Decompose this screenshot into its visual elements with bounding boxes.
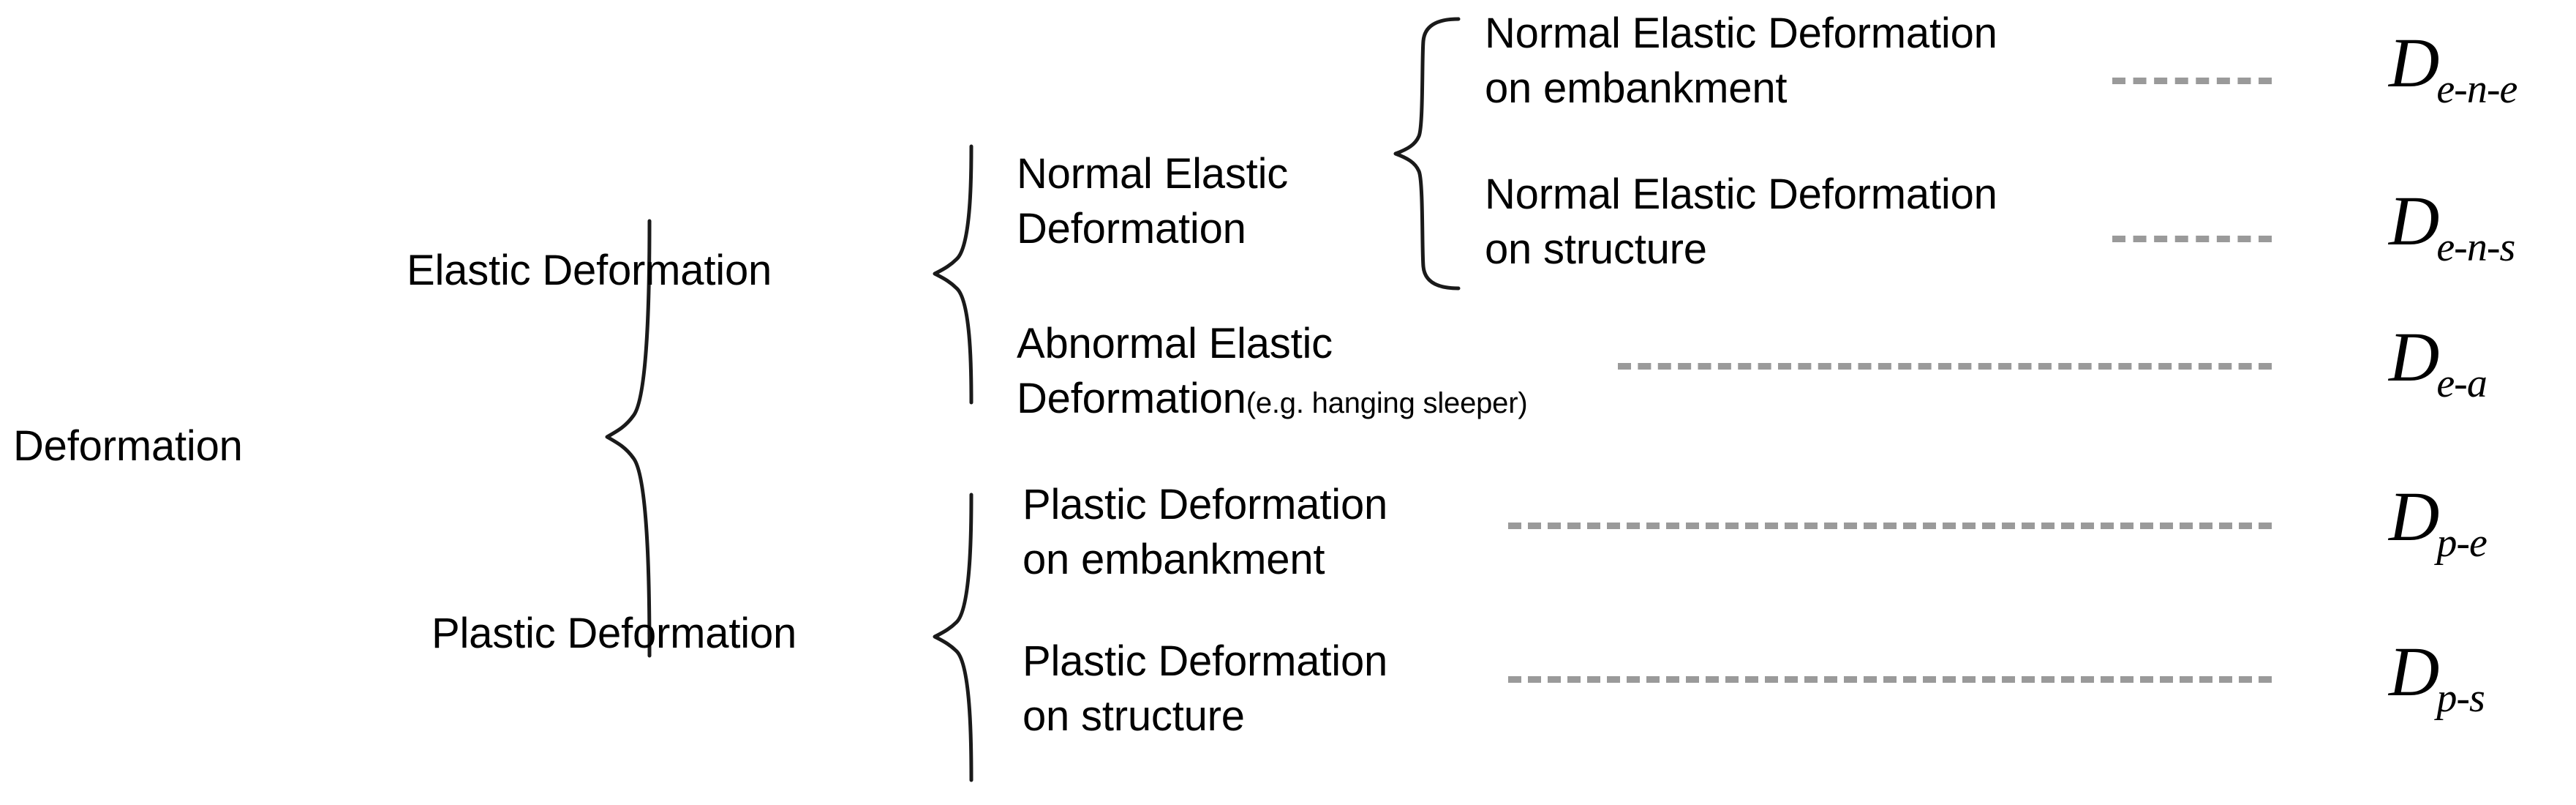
symbol-base: D: [2389, 23, 2440, 102]
abnormal-elastic-label: Abnormal Elastic Deformation: [1017, 320, 1333, 423]
node-abnormal-elastic-deformation: Abnormal Elastic Deformation(e.g. hangin…: [1017, 316, 1528, 427]
symbol-d-e-a: De-a: [2389, 316, 2490, 406]
symbol-subscript: p-s: [2436, 675, 2485, 721]
brace-elastic: [933, 144, 973, 405]
leaf-normal-elastic-embankment: Normal Elastic Deformation on embankment: [1485, 10, 1997, 113]
abnormal-elastic-note: (e.g. hanging sleeper): [1246, 387, 1528, 420]
connector-d-e-a: [1618, 363, 2272, 370]
symbol-base: D: [2389, 318, 2440, 396]
symbol-d-e-n-e: De-n-e: [2389, 22, 2520, 112]
brace-root: [605, 219, 652, 658]
node-normal-elastic-deformation: Normal Elastic Deformation: [1017, 150, 1289, 253]
brace-normal-elastic: [1393, 17, 1461, 291]
symbol-base: D: [2389, 477, 2440, 555]
node-root-deformation: Deformation: [13, 422, 243, 470]
symbol-d-p-e: Dp-e: [2389, 476, 2490, 566]
connector-d-p-e: [1508, 523, 2272, 529]
brace-plastic: [933, 493, 973, 782]
connector-d-e-n-e: [2112, 78, 2272, 84]
connector-d-e-n-s: [2112, 236, 2272, 242]
symbol-subscript: e-n-s: [2436, 225, 2515, 270]
symbol-subscript: e-a: [2436, 361, 2488, 406]
leaf-normal-elastic-structure: Normal Elastic Deformation on structure: [1485, 171, 1997, 274]
symbol-subscript: p-e: [2436, 520, 2488, 566]
symbol-base: D: [2389, 181, 2440, 260]
symbol-subscript: e-n-e: [2436, 67, 2517, 112]
symbol-d-p-s: Dp-s: [2389, 631, 2488, 721]
symbol-d-e-n-s: De-n-s: [2389, 180, 2517, 270]
connector-d-p-s: [1508, 676, 2272, 683]
leaf-plastic-structure: Plastic Deformation on structure: [1023, 637, 1388, 741]
node-elastic-deformation: Elastic Deformation: [407, 247, 772, 294]
leaf-plastic-embankment: Plastic Deformation on embankment: [1023, 481, 1388, 584]
node-plastic-deformation: Plastic Deformation: [432, 610, 797, 657]
symbol-base: D: [2389, 632, 2440, 711]
